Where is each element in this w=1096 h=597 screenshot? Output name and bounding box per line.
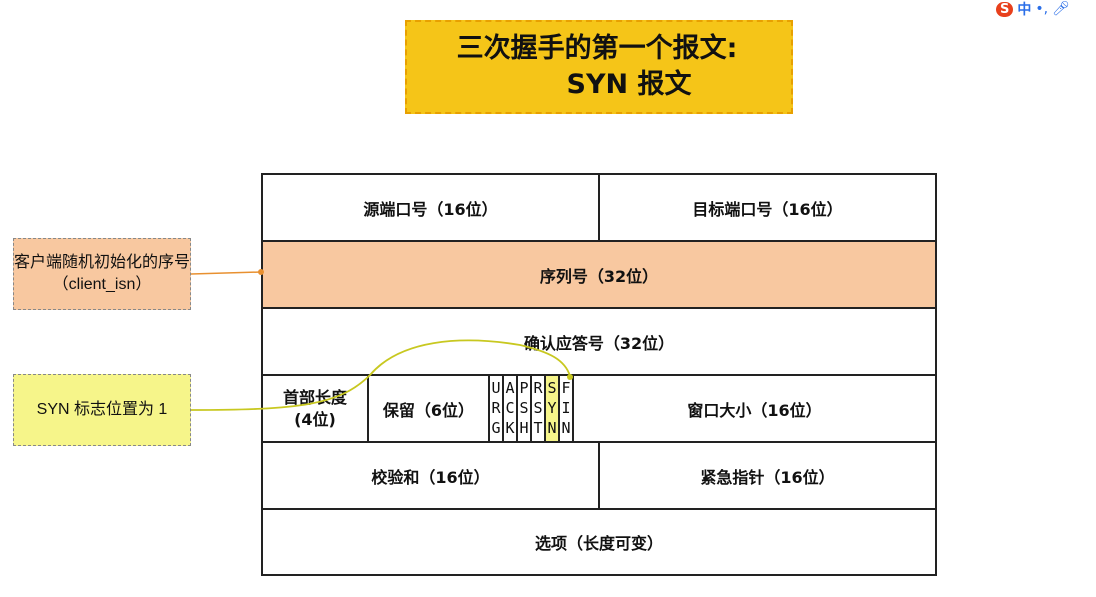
urgent-pointer-cell: 紧急指针（16位）	[700, 467, 835, 487]
row-options: 选项（长度可变）	[263, 510, 935, 574]
row-checksum: 校验和（16位） 紧急指针（16位）	[263, 443, 935, 510]
options-cell: 选项（长度可变）	[534, 534, 663, 553]
note-syn-flag: SYN 标志位置为 1	[13, 374, 191, 446]
ack-number-cell: 确认应答号（32位）	[523, 333, 675, 353]
title-line-1: 三次握手的第一个报文:	[456, 33, 738, 64]
note-client-isn: 客户端随机初始化的序号（client_isn）	[13, 238, 191, 310]
header-length-cell: 首部长度 (4位)	[263, 376, 369, 441]
tcp-header-table: 源端口号（16位） 目标端口号（16位） 序列号（32位） 确认应答号（32位）…	[261, 173, 937, 576]
sequence-number-cell: 序列号（32位）	[539, 266, 659, 286]
checksum-cell: 校验和（16位）	[263, 443, 600, 508]
ime-logo-icon[interactable]: S	[996, 1, 1014, 17]
ime-punct-toggle[interactable]: •,	[1035, 1, 1049, 17]
row-seq: 序列号（32位）	[263, 242, 935, 309]
reserved-cell: 保留（6位）	[369, 376, 490, 441]
ime-lang-toggle[interactable]: 中	[1017, 2, 1032, 18]
source-port-cell: 源端口号（16位）	[263, 175, 600, 240]
title-line-2: SYN 报文	[566, 69, 692, 100]
isn-connector-line	[190, 271, 262, 275]
dest-port-cell: 目标端口号（16位）	[692, 199, 843, 219]
row-ports: 源端口号（16位） 目标端口号（16位）	[263, 175, 935, 242]
title-box: 三次握手的第一个报文: SYN 报文	[405, 20, 793, 114]
window-size-cell: 窗口大小（16位）	[687, 400, 822, 420]
row-ack: 确认应答号（32位）	[263, 309, 935, 376]
microphone-icon[interactable]: 🎤︎	[1052, 1, 1070, 17]
ime-toolbar[interactable]: S 中 •, 🎤︎	[996, 0, 1096, 18]
